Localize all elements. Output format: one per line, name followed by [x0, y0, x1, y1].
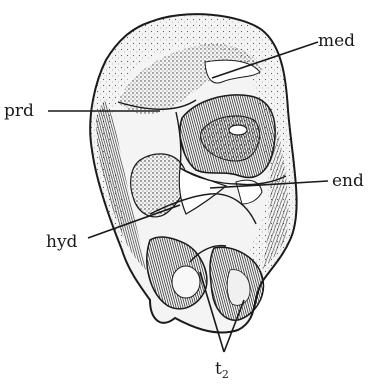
label-med: med — [318, 31, 355, 51]
label-hyd: hyd — [46, 232, 78, 252]
basin-pit — [229, 125, 247, 135]
left-lobe-highlight — [172, 266, 200, 298]
label-end: end — [332, 171, 364, 191]
label-t2: t2 — [215, 359, 229, 381]
label-t2-subscript: 2 — [222, 368, 229, 381]
talonid-basin — [180, 95, 275, 178]
label-prd: prd — [4, 101, 34, 121]
